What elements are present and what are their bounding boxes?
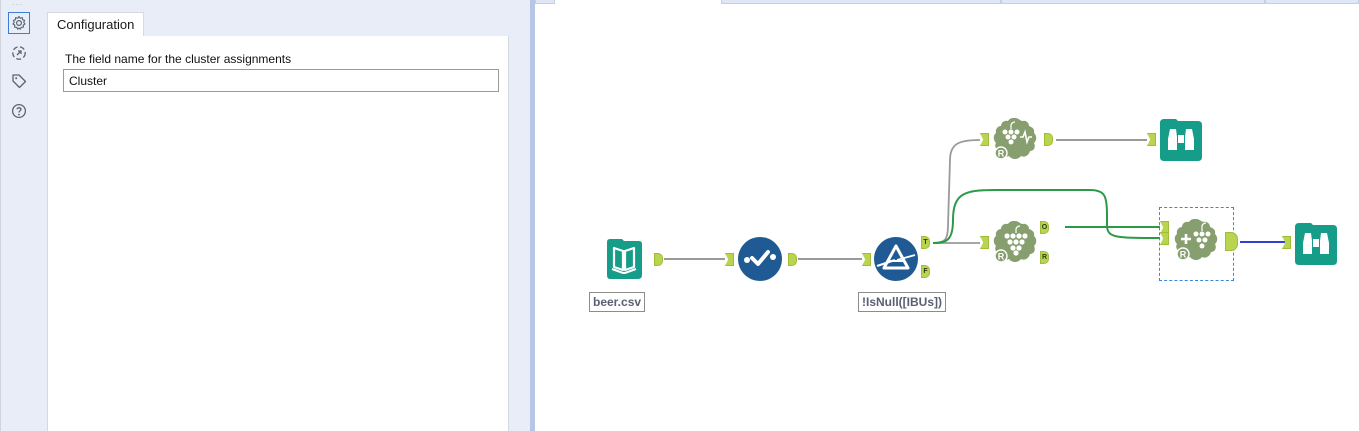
filter-false-anchor[interactable]: F (921, 265, 930, 278)
filter-tool[interactable] (873, 236, 919, 282)
panel-gutter (510, 0, 530, 431)
tag-icon (12, 74, 27, 89)
browse-2-input-anchor[interactable] (1282, 236, 1291, 249)
workflow-connections (664, 139, 1285, 260)
configuration-panel: Configuration The field name for the clu… (34, 0, 510, 431)
kcentroids-object-anchor[interactable]: O (1040, 221, 1049, 234)
canvas-tab[interactable] (721, 0, 1001, 4)
input-data-annotation[interactable]: beer.csv (589, 292, 646, 312)
canvas-tab-strip (535, 0, 1359, 4)
kcentroids-input-anchor[interactable] (980, 236, 989, 249)
help-rail-button[interactable] (8, 100, 30, 122)
filter-prism-icon (874, 237, 918, 281)
grapes-pulse-icon: R (993, 118, 1037, 160)
select-output-anchor[interactable] (788, 253, 797, 266)
binoculars-icon (1295, 223, 1337, 265)
canvas-tab[interactable] (1265, 0, 1359, 4)
kcentroids-diagnostics-tool[interactable]: R (990, 115, 1040, 165)
kcentroids-cluster-tool[interactable]: R (990, 218, 1040, 268)
svg-text:R: R (998, 252, 1005, 262)
configuration-body: The field name for the cluster assignmen… (47, 36, 509, 431)
binoculars-icon (1160, 119, 1202, 161)
kcentroids-report-anchor[interactable]: R (1040, 251, 1049, 264)
select-tool[interactable] (737, 236, 783, 282)
browse-tool-2[interactable] (1293, 221, 1339, 267)
canvas-tab[interactable] (1001, 0, 1265, 4)
append-cluster-tool[interactable]: R (1171, 216, 1221, 266)
canvas-tab[interactable] (535, 0, 555, 4)
input-data-output-anchor[interactable] (654, 253, 663, 266)
filter-true-anchor[interactable]: T (921, 236, 930, 249)
diagnostics-input-anchor[interactable] (980, 133, 989, 146)
configuration-rail-button[interactable] (8, 12, 30, 34)
gear-icon (12, 15, 26, 30)
filter-annotation[interactable]: !IsNull([IBUs]) (858, 292, 946, 312)
append-output-anchor[interactable] (1225, 232, 1238, 251)
cluster-field-name-input[interactable] (63, 69, 499, 92)
input-data-tool[interactable] (603, 238, 645, 280)
annotation-rail-button[interactable] (8, 42, 30, 64)
filter-input-anchor[interactable] (862, 253, 871, 266)
select-input-anchor[interactable] (725, 253, 734, 266)
grapes-plus-icon: R (1174, 219, 1218, 261)
svg-text:R: R (1180, 250, 1187, 260)
grapes-icon: R (993, 221, 1037, 263)
book-icon (607, 239, 642, 279)
panel-splitter[interactable] (530, 0, 535, 431)
svg-text:R: R (998, 149, 1005, 159)
connection-filter-append (932, 189, 1161, 244)
config-icon-rail: ··· (0, 0, 34, 431)
browse-tool-1[interactable] (1158, 117, 1204, 163)
tab-configuration[interactable]: Configuration (47, 12, 145, 37)
tags-rail-button[interactable] (8, 70, 30, 92)
question-icon (11, 103, 27, 119)
workflow-canvas[interactable]: beer.csv T F !IsNull([IBUs]) (535, 0, 1359, 431)
rail-grip-icon[interactable]: ··· (12, 0, 23, 9)
browse-1-input-anchor[interactable] (1147, 133, 1156, 146)
connection-filter-diagnostics (932, 139, 981, 244)
checkmark-icon (738, 237, 782, 281)
diagnostics-output-anchor[interactable] (1044, 133, 1053, 146)
circle-arrow-icon (12, 46, 26, 60)
cluster-field-label: The field name for the cluster assignmen… (65, 52, 292, 66)
